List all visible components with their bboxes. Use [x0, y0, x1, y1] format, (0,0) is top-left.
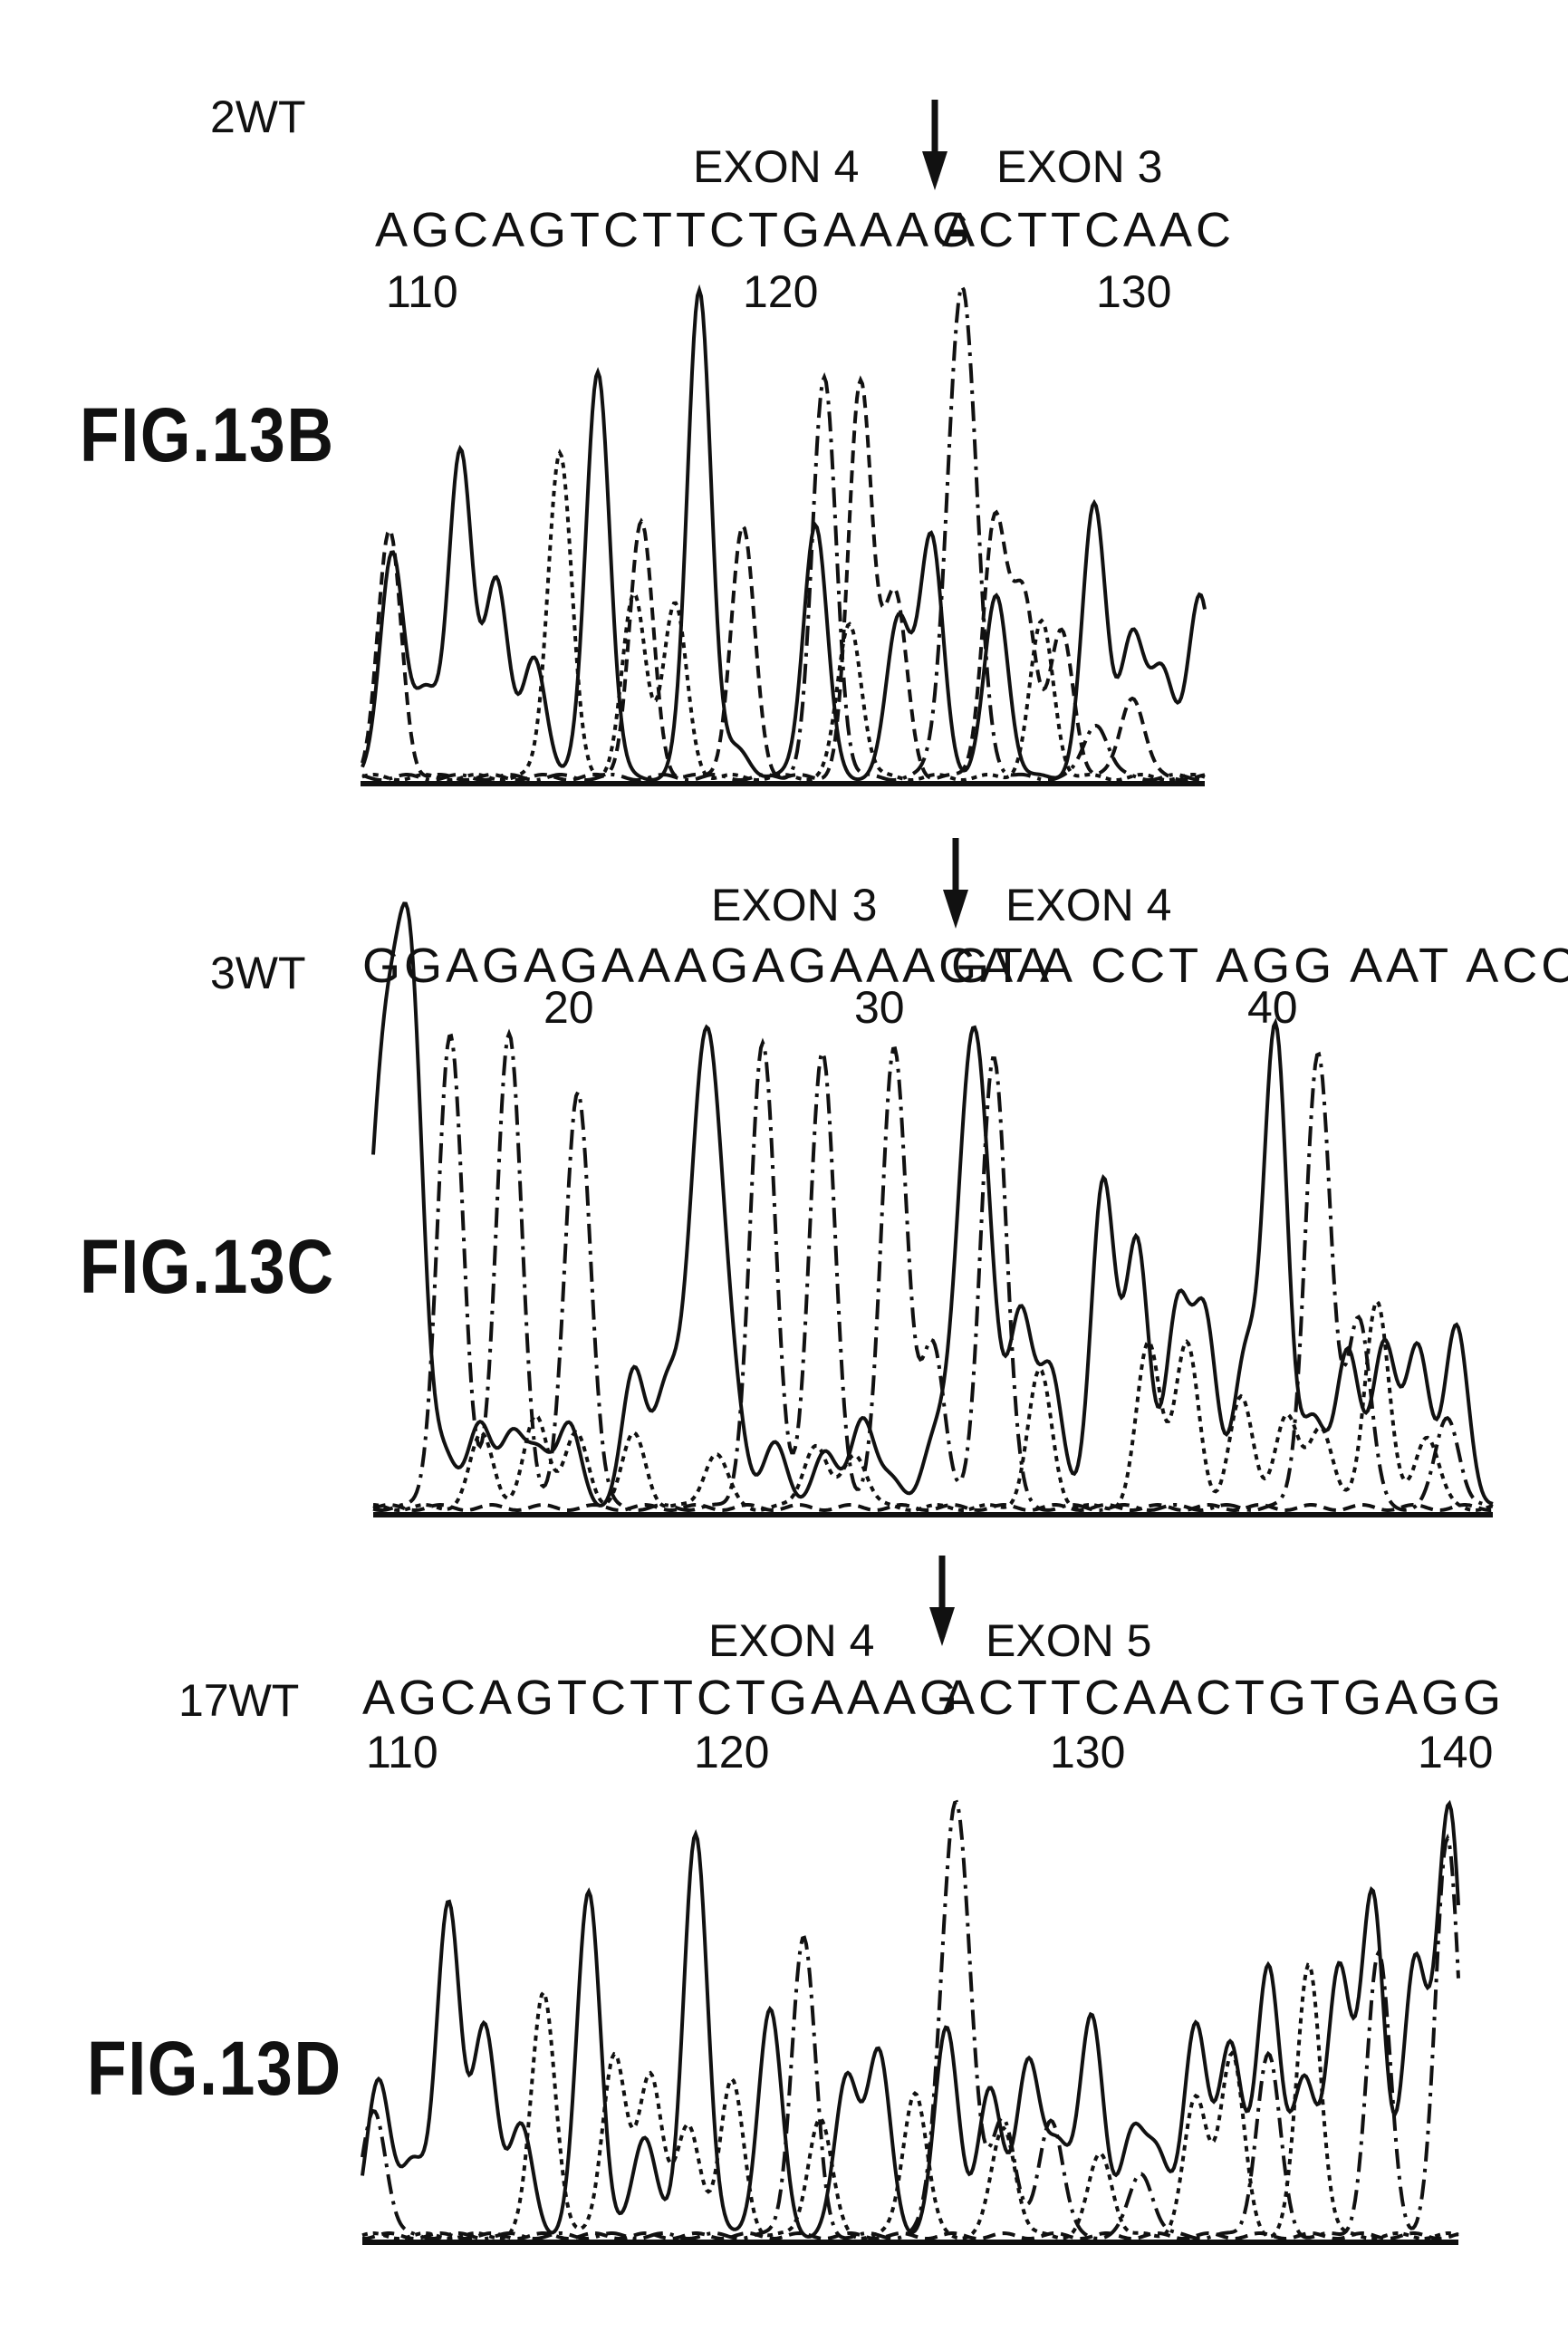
exon-left-label: EXON 3: [711, 880, 878, 930]
sample-label: 2WT: [210, 92, 306, 142]
exon-right-label: EXON 4: [1005, 880, 1172, 930]
sequence-left: AGCAGTCTTCTGAAAG: [362, 1671, 962, 1725]
position-label: 140: [1418, 1727, 1494, 1777]
panel-fig13c: EXON 3 EXON 4 3WT GGAGAGAAAGAGAAAGAA GT …: [80, 838, 1568, 1517]
position-label: 30: [854, 982, 905, 1033]
panel-fig13b: 2WT EXON 4 EXON 3 AGCAGTCTTCTGAAAG ACTTC…: [0, 0, 1568, 815]
chromatogram-13c: [371, 901, 1494, 1517]
trace-dotted: [361, 448, 1206, 783]
figure-label: FIG.13C: [80, 1224, 335, 1309]
trace-solid: [361, 1799, 1460, 2239]
trace-solid: [361, 284, 1207, 782]
position-label: 20: [544, 982, 594, 1033]
exon-left-label: EXON 4: [693, 141, 860, 192]
splice-junction-arrow-icon: [943, 838, 968, 929]
exon-left-label: EXON 4: [708, 1615, 875, 1666]
sequence-right: GT A CCT AGG AAT ACC: [951, 939, 1568, 993]
sequence-right: ACTTCAACTGTGAGG: [942, 1671, 1505, 1725]
exon-right-label: EXON 3: [996, 141, 1163, 192]
trace-dash-dot: [372, 1028, 1494, 1513]
figure-label: FIG.13D: [87, 2026, 342, 2111]
splice-junction-arrow-icon: [922, 100, 948, 190]
chromatogram-13b: [361, 282, 1207, 786]
trace-dash-dot: [361, 282, 1206, 783]
position-label: 130: [1050, 1727, 1126, 1777]
trace-solid: [371, 901, 1494, 1508]
trace-dash-dot: [361, 1799, 1460, 2241]
trace-dashed: [362, 2230, 1459, 2241]
sample-label: 3WT: [210, 948, 306, 998]
trace-dotted: [361, 1962, 1459, 2241]
position-label: 130: [1096, 266, 1172, 317]
position-label: 40: [1247, 982, 1298, 1033]
sample-label: 17WT: [178, 1675, 300, 1726]
trace-dashed: [372, 1502, 1494, 1513]
sequence-left: GGAGAGAAAGAGAAAGAA: [362, 939, 1053, 993]
position-label: 120: [694, 1727, 770, 1777]
splice-junction-arrow-icon: [929, 1556, 955, 1646]
position-label: 120: [743, 266, 819, 317]
figure-label: FIG.13B: [80, 392, 335, 477]
sequence-right: ACTTCAAC: [942, 203, 1236, 257]
position-label: 110: [386, 266, 458, 317]
exon-right-label: EXON 5: [986, 1615, 1152, 1666]
sequence-left: AGCAGTCTTCTGAAAG: [375, 203, 975, 257]
position-label: 110: [366, 1727, 438, 1777]
